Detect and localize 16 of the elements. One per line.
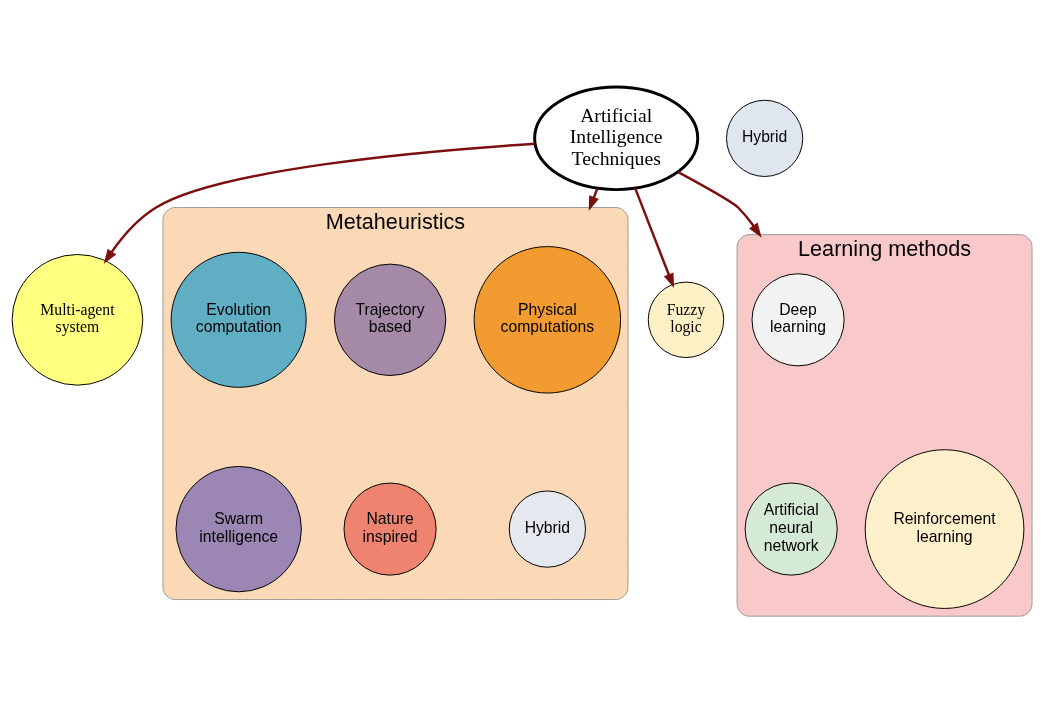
node-ellipse: Artificial Intelligence Techniques: [533, 85, 700, 192]
node-circle: Swarm intelligence: [175, 465, 302, 593]
node-circle: Hybrid: [726, 99, 804, 177]
node-circle: Physical computations: [473, 246, 622, 394]
arrow: [103, 142, 536, 264]
node-circle: Deep learning: [751, 273, 845, 367]
node-circle: Multi-agent system: [11, 254, 144, 386]
node-circle: Fuzzy logic: [647, 281, 725, 359]
node-circle: Hybrid: [508, 490, 586, 568]
node-circle: Artificial neural network: [744, 482, 838, 576]
node-circle: Nature inspired: [343, 482, 437, 576]
arrow: [677, 170, 762, 238]
node-circle: Trajectory based: [333, 263, 447, 376]
node-circle: Evolution computation: [170, 251, 307, 388]
arrow: [634, 187, 675, 289]
node-circle: Reinforcement learning: [864, 449, 1025, 609]
